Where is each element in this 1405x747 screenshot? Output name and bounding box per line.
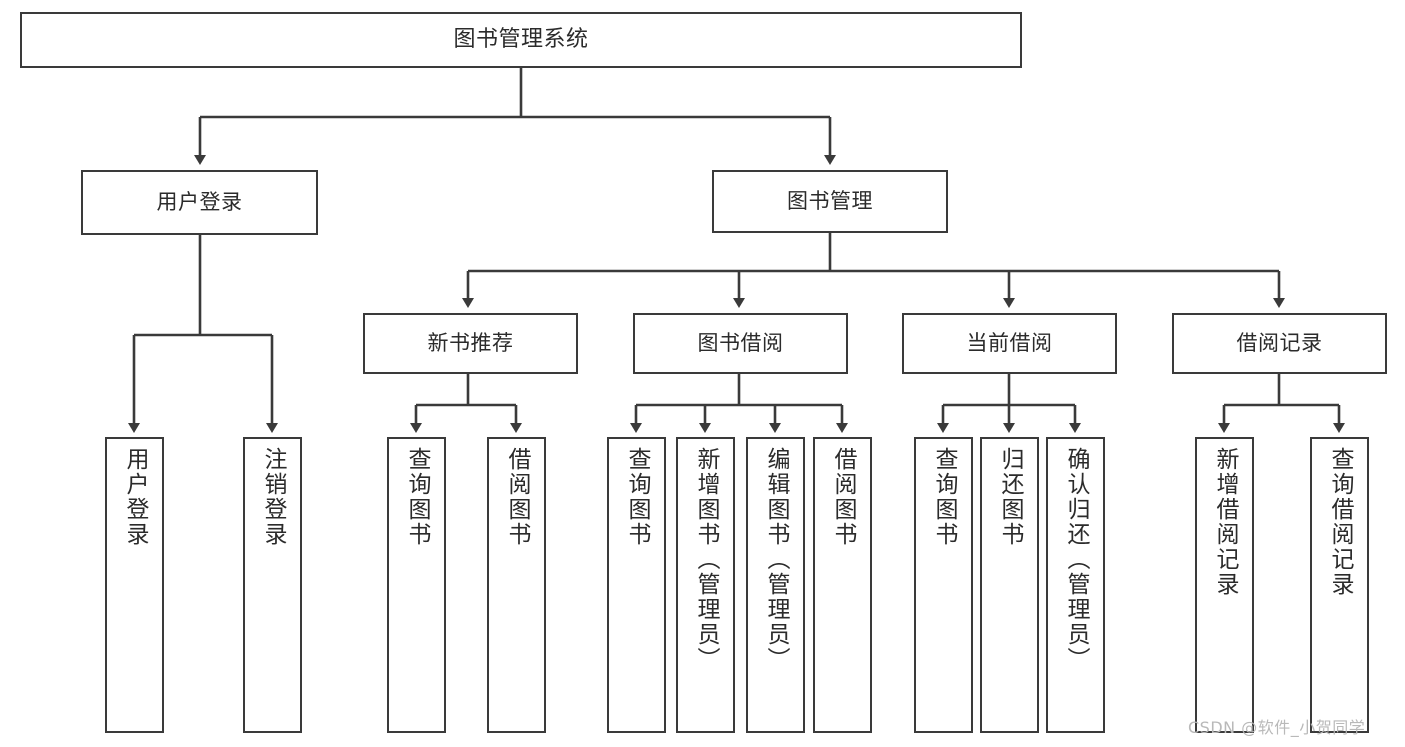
csdn-watermark: CSDN @软件_小贺同学 (1188, 718, 1366, 737)
node-user-login[interactable]: 用户登录 (81, 170, 318, 235)
node-new-book-rec[interactable]: 新书推荐 (363, 313, 578, 374)
node-current-borrow[interactable]: 当前借阅 (902, 313, 1117, 374)
node-leaf-add-record-label: 新增借阅记录 (1212, 447, 1238, 597)
node-book-manage-label: 图书管理 (787, 189, 873, 214)
node-leaf-edit-book-label: 编辑图书（管理员） (763, 447, 789, 672)
node-leaf-edit-book[interactable]: 编辑图书（管理员） (746, 437, 805, 733)
node-leaf-add-record[interactable]: 新增借阅记录 (1195, 437, 1254, 733)
node-leaf-confirm-return[interactable]: 确认归还（管理员） (1046, 437, 1105, 733)
node-root-system-label: 图书管理系统 (453, 27, 589, 53)
node-leaf-add-book[interactable]: 新增图书（管理员） (676, 437, 735, 733)
node-leaf-borrow-book-1-label: 借阅图书 (504, 447, 530, 547)
node-leaf-borrow-book-1[interactable]: 借阅图书 (487, 437, 546, 733)
node-leaf-borrow-book-2[interactable]: 借阅图书 (813, 437, 872, 733)
node-leaf-query-book-3-label: 查询图书 (931, 447, 957, 547)
node-book-borrow[interactable]: 图书借阅 (633, 313, 848, 374)
node-user-login-label: 用户登录 (156, 190, 243, 215)
node-leaf-query-book-1-label: 查询图书 (404, 447, 430, 547)
node-leaf-logout-label: 注销登录 (260, 447, 286, 547)
node-new-book-rec-label: 新书推荐 (427, 331, 514, 356)
node-current-borrow-label: 当前借阅 (966, 331, 1053, 356)
node-book-borrow-label: 图书借阅 (697, 331, 784, 356)
node-leaf-query-book-3[interactable]: 查询图书 (914, 437, 973, 733)
node-root-system[interactable]: 图书管理系统 (20, 12, 1022, 68)
node-leaf-user-login[interactable]: 用户登录 (105, 437, 164, 733)
node-leaf-query-book-2[interactable]: 查询图书 (607, 437, 666, 733)
node-leaf-query-record[interactable]: 查询借阅记录 (1310, 437, 1369, 733)
node-borrow-record-label: 借阅记录 (1236, 331, 1323, 356)
node-leaf-borrow-book-2-label: 借阅图书 (830, 447, 856, 547)
node-book-manage[interactable]: 图书管理 (712, 170, 948, 233)
node-leaf-return-book-label: 归还图书 (997, 447, 1023, 547)
node-leaf-add-book-label: 新增图书（管理员） (693, 447, 719, 672)
node-borrow-record[interactable]: 借阅记录 (1172, 313, 1387, 374)
node-leaf-logout[interactable]: 注销登录 (243, 437, 302, 733)
node-leaf-return-book[interactable]: 归还图书 (980, 437, 1039, 733)
node-leaf-query-book-2-label: 查询图书 (624, 447, 650, 547)
node-leaf-confirm-return-label: 确认归还（管理员） (1063, 447, 1089, 672)
node-leaf-user-login-label: 用户登录 (122, 447, 148, 547)
node-leaf-query-record-label: 查询借阅记录 (1327, 447, 1353, 597)
node-leaf-query-book-1[interactable]: 查询图书 (387, 437, 446, 733)
